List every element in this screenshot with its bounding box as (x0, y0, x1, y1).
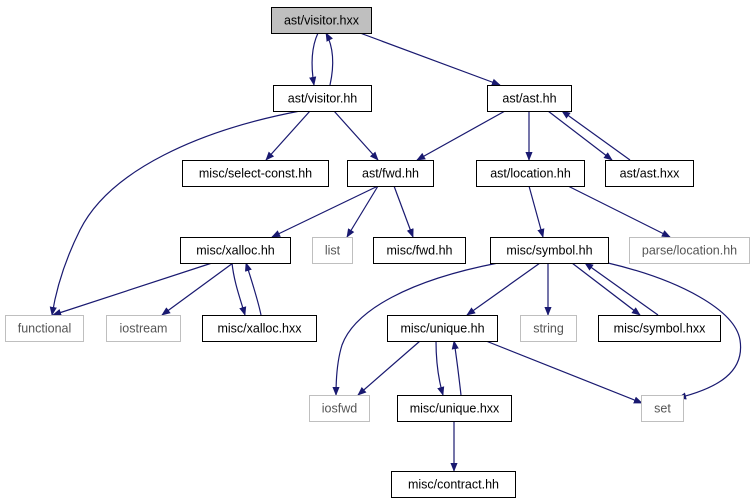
node-box (5, 315, 84, 342)
node-box (182, 160, 329, 187)
edge-ast-fwd-hh-to-list (346, 185, 379, 238)
edge-ast-visitor-hh-to-functional (49, 110, 301, 316)
node-box (598, 315, 721, 342)
edge-misc-symbol-hxx-to-misc-symbol-hh (584, 262, 659, 316)
edge-ast-ast-hh-to-ast-fwd-hh (416, 110, 506, 161)
node-misc-contract-hh[interactable]: misc/contract.hh (391, 471, 516, 498)
edge-misc-xalloc-hxx-to-misc-xalloc-hh (245, 262, 262, 316)
node-label: ast/fwd.hh (362, 167, 419, 181)
node-label: misc/xalloc.hh (196, 244, 275, 258)
node-ast-fwd-hh[interactable]: ast/fwd.hh (347, 160, 434, 187)
node-functional: functional (5, 315, 84, 342)
node-ast-location-hh[interactable]: ast/location.hh (476, 160, 585, 187)
node-string: string (520, 315, 577, 342)
edge-ast-visitor-hxx-to-ast-ast-hh (359, 32, 501, 86)
nodes-layer: ast/visitor.hxx ast/visitor.hh ast/ast.hh m… (5, 7, 750, 498)
node-label: misc/symbol.hh (506, 244, 592, 258)
edge-misc-symbol-hh-to-iosfwd (332, 262, 499, 396)
node-box (397, 395, 512, 422)
node-box (387, 315, 498, 342)
edge-misc-unique-hxx-to-misc-unique-hh (451, 340, 462, 396)
node-ast-ast-hxx[interactable]: ast/ast.hxx (605, 160, 694, 187)
node-label: misc/unique.hxx (410, 402, 500, 416)
node-label: misc/unique.hh (400, 322, 484, 336)
node-label: list (325, 244, 341, 258)
node-misc-xalloc-hxx[interactable]: misc/xalloc.hxx (202, 315, 317, 342)
edge-ast-fwd-hh-to-misc-fwd-hh (393, 185, 414, 238)
node-misc-symbol-hxx[interactable]: misc/symbol.hxx (598, 315, 721, 342)
edge-ast-visitor-hxx-to-ast-visitor-hh (309, 32, 319, 86)
edge-ast-ast-hxx-to-ast-ast-hh (561, 110, 631, 161)
edge-ast-visitor-hh-to-ast-visitor-hxx (325, 32, 334, 86)
node-box (490, 237, 609, 264)
node-label: ast/visitor.hh (288, 92, 358, 106)
node-box (347, 160, 434, 187)
node-label: set (654, 402, 671, 416)
node-iostream: iostream (106, 315, 181, 342)
node-box (309, 395, 370, 422)
node-set: set (641, 395, 684, 422)
node-label: string (533, 322, 564, 336)
node-label: ast/ast.hxx (620, 167, 680, 181)
edge-misc-xalloc-hh-to-iostream (161, 262, 234, 316)
node-box (641, 395, 684, 422)
node-list: list (312, 237, 353, 264)
node-ast-ast-hh[interactable]: ast/ast.hh (487, 85, 572, 112)
edge-misc-unique-hh-to-set (485, 340, 643, 404)
node-label: misc/contract.hh (408, 478, 499, 492)
node-box (476, 160, 585, 187)
edge-misc-unique-hh-to-misc-unique-hxx (435, 340, 445, 396)
node-label: iosfwd (322, 402, 357, 416)
node-box (271, 7, 372, 34)
edge-misc-symbol-hh-to-misc-symbol-hxx (571, 262, 641, 316)
edge-ast-fwd-hh-to-misc-xalloc-hh (271, 185, 379, 238)
node-box (520, 315, 577, 342)
node-label: misc/symbol.hxx (614, 322, 706, 336)
node-label: parse/location.hh (642, 244, 737, 258)
edge-ast-visitor-hh-to-ast-fwd-hh (333, 110, 379, 161)
node-box (180, 237, 291, 264)
node-misc-unique-hh[interactable]: misc/unique.hh (387, 315, 498, 342)
node-misc-xalloc-hh[interactable]: misc/xalloc.hh (180, 237, 291, 264)
node-label: misc/xalloc.hxx (217, 322, 302, 336)
node-label: misc/fwd.hh (387, 244, 453, 258)
node-ast-visitor-hh[interactable]: ast/visitor.hh (273, 85, 372, 112)
edge-misc-unique-hh-to-iosfwd (357, 340, 421, 396)
node-box (106, 315, 181, 342)
edge-misc-xalloc-hh-to-functional (52, 262, 213, 316)
node-box (273, 85, 372, 112)
edge-ast-visitor-hh-to-misc-select-const-hh (265, 110, 311, 161)
edge-misc-xalloc-hh-to-misc-xalloc-hxx (231, 262, 247, 316)
node-label: ast/ast.hh (502, 92, 556, 106)
node-label: iostream (120, 322, 168, 336)
edge-misc-symbol-hh-to-misc-unique-hh (466, 262, 541, 316)
node-label: misc/select-const.hh (199, 167, 312, 181)
node-misc-symbol-hh[interactable]: misc/symbol.hh (490, 237, 609, 264)
edge-ast-location-hh-to-misc-symbol-hh (528, 185, 545, 238)
node-label: ast/location.hh (490, 167, 571, 181)
node-parse-location-hh: parse/location.hh (629, 237, 750, 264)
node-iosfwd: iosfwd (309, 395, 370, 422)
node-label: ast/visitor.hxx (284, 14, 360, 28)
node-box (312, 237, 353, 264)
edge-ast-ast-hh-to-ast-ast-hxx (547, 110, 613, 161)
edges-layer (49, 32, 742, 472)
edge-misc-symbol-hh-to-set (607, 262, 742, 400)
node-box (202, 315, 317, 342)
node-misc-select-const-hh[interactable]: misc/select-const.hh (182, 160, 329, 187)
edge-ast-location-hh-to-parse-location-hh (567, 185, 671, 238)
node-label: functional (18, 322, 72, 336)
node-misc-unique-hxx[interactable]: misc/unique.hxx (397, 395, 512, 422)
node-box (629, 237, 750, 264)
node-ast-visitor-hxx[interactable]: ast/visitor.hxx (271, 7, 372, 34)
node-box (487, 85, 572, 112)
node-box (391, 471, 516, 498)
node-box (373, 237, 466, 264)
node-box (605, 160, 694, 187)
node-misc-fwd-hh[interactable]: misc/fwd.hh (373, 237, 466, 264)
